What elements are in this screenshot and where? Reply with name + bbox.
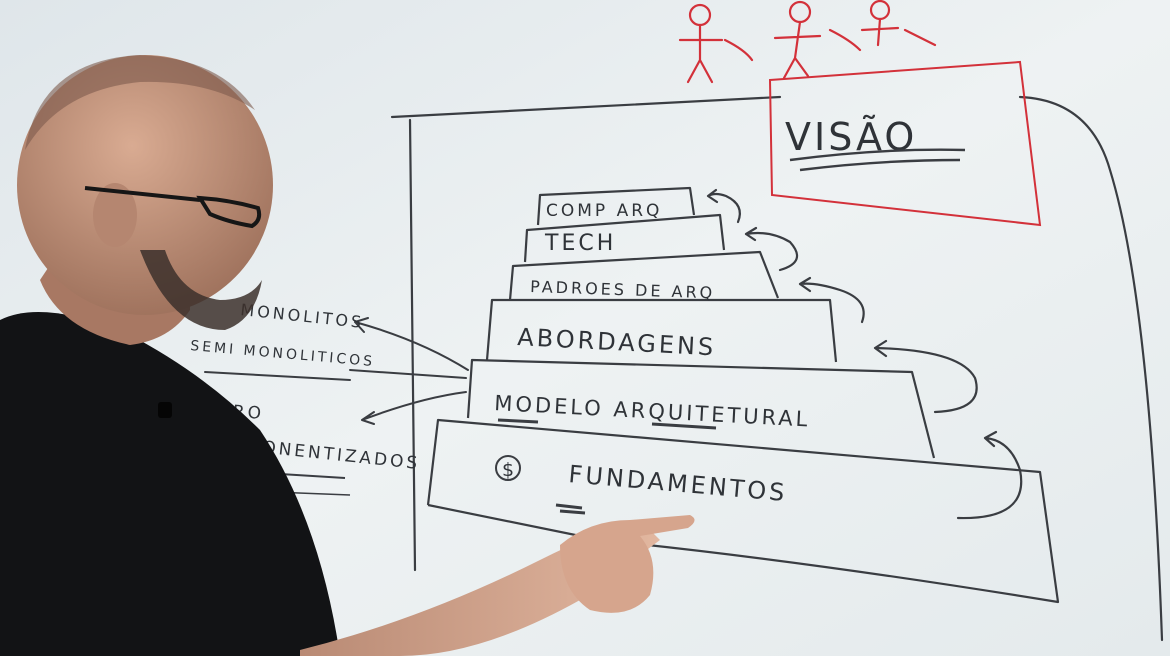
pyramid-text-tech: TECH (544, 231, 616, 256)
pyramid-level-5 (466, 358, 936, 459)
vision-underline (789, 148, 966, 172)
pyramid-level-4 (485, 298, 838, 363)
vision-box (768, 60, 1042, 227)
presenter-shirt (0, 312, 340, 656)
presenter-ear (93, 183, 137, 247)
outer-frame (390, 95, 1164, 642)
glasses-icon (84, 186, 262, 229)
upward-arrows-icon (706, 188, 1023, 520)
dollar-circle-icon (495, 455, 521, 481)
pointing-hand (560, 515, 695, 613)
side-arrows-icon (204, 317, 469, 425)
pyramid-level-2 (523, 213, 726, 263)
presenter-beard (140, 250, 262, 330)
presenter-head (17, 55, 273, 315)
emphasis-underlines (497, 418, 717, 515)
pyramid-text-comp-arq: COMP ARQ (546, 201, 662, 221)
presenter-hair (25, 55, 255, 150)
dollar-symbol: $ (502, 459, 514, 481)
pyramid-level-3 (508, 250, 780, 301)
pyramid-level-1 (536, 186, 696, 226)
microphone-icon (158, 402, 172, 418)
presenter (0, 55, 695, 656)
stakeholder-figures-icon (678, 0, 937, 84)
